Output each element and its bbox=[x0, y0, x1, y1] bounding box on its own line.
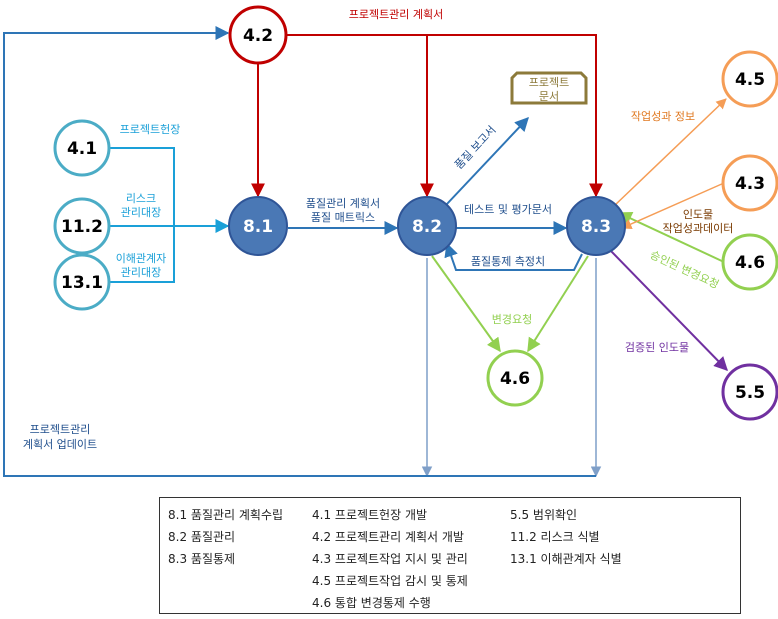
node-4-6-center: 4.6 bbox=[486, 349, 544, 407]
plan-top-label: 프로젝트관리 계획서 bbox=[349, 8, 444, 21]
node-4-6-right-label: 4.6 bbox=[735, 253, 765, 273]
plan-update-flow: 프로젝트관리 계획서 업데이트 bbox=[3, 26, 602, 478]
doc-label-1: 프로젝트 bbox=[529, 76, 569, 89]
node-4-2: 4.2 bbox=[228, 5, 288, 65]
stake-label-1: 이해관계자 bbox=[116, 251, 167, 265]
verified-deliv-label: 검증된 인도물 bbox=[625, 341, 689, 354]
test-docs-label: 테스트 및 평가문서 bbox=[464, 203, 552, 216]
node-4-3-label: 4.3 bbox=[735, 174, 765, 194]
legend-item: 8.3 품질통제 bbox=[168, 552, 236, 566]
stake-label-2: 관리대장 bbox=[121, 266, 161, 279]
node-13-1: 13.1 bbox=[53, 253, 111, 311]
plan-update-label-2: 계획서 업데이트 bbox=[23, 438, 97, 451]
risk-label-1: 리스크 bbox=[126, 192, 156, 205]
legend-box: 8.1 품질관리 계획수립 8.2 품질관리 8.3 품질통제 4.1 프로젝트… bbox=[159, 497, 741, 614]
legend-item: 4.3 프로젝트작업 지시 및 관리 bbox=[312, 552, 468, 566]
plan-update-label-1: 프로젝트관리 bbox=[30, 423, 91, 436]
legend-column-2: 4.1 프로젝트헌장 개발 4.2 프로젝트관리 계획서 개발 4.3 프로젝트… bbox=[312, 504, 468, 614]
node-8-1: 8.1 bbox=[228, 196, 288, 256]
node-11-2-label: 11.2 bbox=[61, 217, 103, 237]
deliv-label-2: 작업성과데이터 bbox=[663, 222, 734, 235]
legend-item: 4.5 프로젝트작업 감시 및 통제 bbox=[312, 574, 468, 588]
legend-item: 8.1 품질관리 계획수립 bbox=[168, 508, 284, 522]
risk-label-2: 관리대장 bbox=[121, 206, 161, 219]
quality-report-label: 품질 보고서 bbox=[452, 123, 498, 171]
plan-flows: 프로젝트관리 계획서 bbox=[251, 8, 603, 198]
node-4-1: 4.1 bbox=[53, 119, 111, 177]
legend-item: 8.2 품질관리 bbox=[168, 530, 236, 544]
node-8-1-label: 8.1 bbox=[243, 217, 273, 237]
node-4-6-right: 4.6 bbox=[721, 233, 778, 291]
node-8-3: 8.3 bbox=[566, 196, 626, 256]
legend-item: 4.6 통합 변경통제 수행 bbox=[312, 596, 431, 610]
input-flows: 프로젝트헌장 리스크 관리대장 이해관계자 관리대장 bbox=[110, 123, 230, 283]
node-4-5: 4.5 bbox=[721, 50, 778, 108]
work-flows: 작업성과 정보 인도물 작업성과데이터 bbox=[613, 98, 734, 235]
node-5-5-label: 5.5 bbox=[735, 383, 765, 403]
legend-column-3: 5.5 범위확인 11.2 리스크 식별 13.1 이해관계자 식별 bbox=[510, 504, 622, 570]
node-4-6-center-label: 4.6 bbox=[500, 369, 530, 389]
node-11-2: 11.2 bbox=[53, 197, 111, 255]
change-req-label: 변경요청 bbox=[492, 313, 532, 326]
node-8-2: 8.2 bbox=[397, 196, 457, 256]
node-13-1-label: 13.1 bbox=[61, 273, 103, 293]
doc-label-2: 문서 bbox=[539, 90, 559, 103]
deliv-label-1: 인도물 bbox=[683, 208, 713, 221]
node-4-5-label: 4.5 bbox=[735, 70, 765, 90]
node-4-1-label: 4.1 bbox=[67, 139, 97, 159]
node-8-2-label: 8.2 bbox=[412, 217, 442, 237]
legend-item: 5.5 범위확인 bbox=[510, 508, 578, 522]
legend-item: 11.2 리스크 식별 bbox=[510, 530, 600, 544]
qc-measure-label: 품질통제 측정치 bbox=[471, 255, 545, 268]
work-perf-label: 작업성과 정보 bbox=[631, 110, 695, 123]
qplan-label-2: 품질 매트릭스 bbox=[311, 211, 375, 224]
charter-label: 프로젝트헌장 bbox=[120, 123, 181, 136]
node-4-3: 4.3 bbox=[721, 154, 778, 212]
legend-item: 4.1 프로젝트헌장 개발 bbox=[312, 508, 428, 522]
legend-item: 13.1 이해관계자 식별 bbox=[510, 552, 622, 566]
node-5-5: 5.5 bbox=[721, 363, 778, 421]
project-docs-box: 프로젝트 문서 bbox=[510, 71, 588, 105]
legend-column-1: 8.1 품질관리 계획수립 8.2 품질관리 8.3 품질통제 bbox=[168, 504, 283, 570]
legend-item: 4.2 프로젝트관리 계획서 개발 bbox=[312, 530, 464, 544]
verify-flow: 검증된 인도물 bbox=[609, 249, 728, 372]
node-8-3-label: 8.3 bbox=[581, 217, 611, 237]
node-4-2-label: 4.2 bbox=[243, 26, 273, 46]
qplan-label-1: 품질관리 계획서 bbox=[306, 197, 380, 210]
